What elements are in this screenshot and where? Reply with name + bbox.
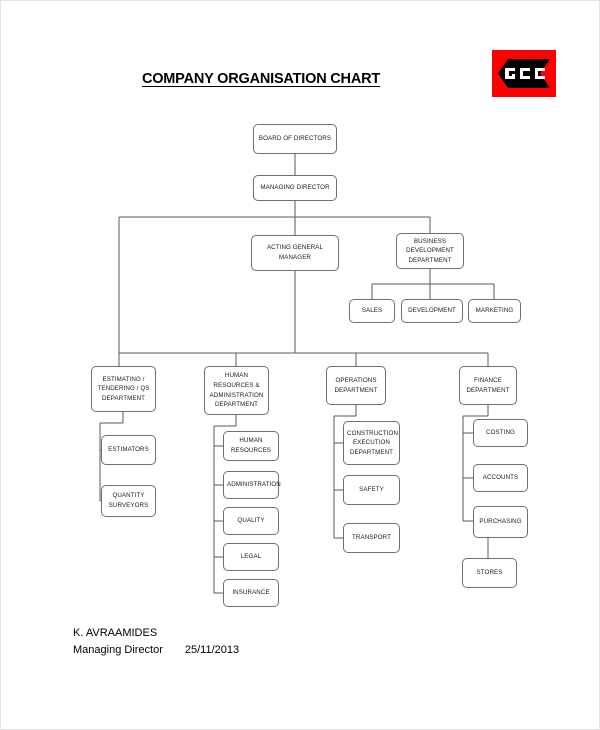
node-label: TRANSPORT [352, 534, 391, 542]
node-purchasing[interactable]: PURCHASING [473, 506, 528, 538]
node-managing-director[interactable]: MANAGING DIRECTOR [253, 175, 337, 201]
node-estimators[interactable]: ESTIMATORS [101, 435, 156, 465]
node-label: OPERATIONS DEPARTMENT [334, 376, 378, 394]
node-label: MARKETING [475, 307, 514, 315]
node-accounts[interactable]: ACCOUNTS [473, 464, 528, 492]
node-label: SALES [361, 307, 383, 315]
node-human-resources[interactable]: HUMAN RESOURCES [223, 431, 279, 461]
node-costing[interactable]: COSTING [473, 419, 528, 447]
node-quantity-surveyors[interactable]: QUANTITY SURVEYORS [101, 485, 156, 517]
node-label: HUMAN RESOURCES [230, 437, 272, 454]
node-board-of-directors[interactable]: BOARD OF DIRECTORS [253, 124, 337, 154]
node-label: CONSTRUCTION EXECUTION DEPARTMENT [347, 429, 399, 456]
node-label: HUMAN RESOURCES & ADMINISTRATION DEPARTM… [209, 372, 264, 409]
node-label: QUALITY [237, 517, 265, 525]
signature-date: 25/11/2013 [184, 644, 240, 657]
node-label: ACTING GENERAL MANAGER [266, 244, 324, 261]
node-legal[interactable]: LEGAL [223, 543, 279, 571]
node-quality[interactable]: QUALITY [223, 507, 279, 535]
node-label: ESTIMATING / TENDERING / QS DEPARTMENT [97, 375, 150, 402]
gcc-logo [492, 50, 556, 97]
node-label: INSURANCE [232, 589, 270, 597]
node-insurance[interactable]: INSURANCE [223, 579, 279, 607]
node-label: BUSINESS DEVELOPMENT DEPARTMENT [406, 237, 454, 264]
node-business-development-department[interactable]: BUSINESS DEVELOPMENT DEPARTMENT [396, 233, 464, 269]
node-label: QUANTITY SURVEYORS [108, 492, 149, 509]
node-safety[interactable]: SAFETY [343, 475, 400, 505]
node-label: PURCHASING [479, 518, 522, 526]
node-label: BOARD OF DIRECTORS [258, 135, 332, 143]
node-stores[interactable]: STORES [462, 558, 517, 588]
node-acting-general-manager[interactable]: ACTING GENERAL MANAGER [251, 235, 339, 271]
gcc-logo-mark [498, 59, 550, 88]
node-label: DEVELOPMENT [408, 307, 456, 315]
node-development[interactable]: DEVELOPMENT [401, 299, 463, 323]
node-label: ACCOUNTS [482, 474, 519, 482]
node-label: FINANCE DEPARTMENT [466, 376, 510, 394]
node-label: SAFETY [359, 486, 384, 494]
signature-role: Managing Director [73, 644, 163, 657]
node-human-resources-administration-department[interactable]: HUMAN RESOURCES & ADMINISTRATION DEPARTM… [204, 366, 269, 415]
node-label: STORES [476, 569, 503, 577]
node-label: LEGAL [240, 553, 262, 561]
node-sales[interactable]: SALES [349, 299, 395, 323]
page-title: COMPANY ORGANISATION CHART [141, 71, 381, 87]
node-label: MANAGING DIRECTOR [260, 184, 330, 192]
node-label: COSTING [486, 429, 515, 437]
node-finance-department[interactable]: FINANCE DEPARTMENT [459, 366, 517, 405]
node-estimating-tendering-qs-department[interactable]: ESTIMATING / TENDERING / QS DEPARTMENT [91, 366, 156, 412]
node-transport[interactable]: TRANSPORT [343, 523, 400, 553]
node-label: ESTIMATORS [108, 446, 149, 454]
signature-name: K. AVRAAMIDES [73, 627, 158, 639]
node-construction-execution-department[interactable]: CONSTRUCTION EXECUTION DEPARTMENT [343, 421, 400, 465]
node-marketing[interactable]: MARKETING [468, 299, 521, 323]
node-operations-department[interactable]: OPERATIONS DEPARTMENT [326, 366, 386, 405]
node-label: ADMINISTRATION [227, 481, 281, 489]
node-administration[interactable]: ADMINISTRATION [223, 471, 281, 499]
signature-block: K. AVRAAMIDES Managing Director 25/11/20… [73, 625, 239, 659]
